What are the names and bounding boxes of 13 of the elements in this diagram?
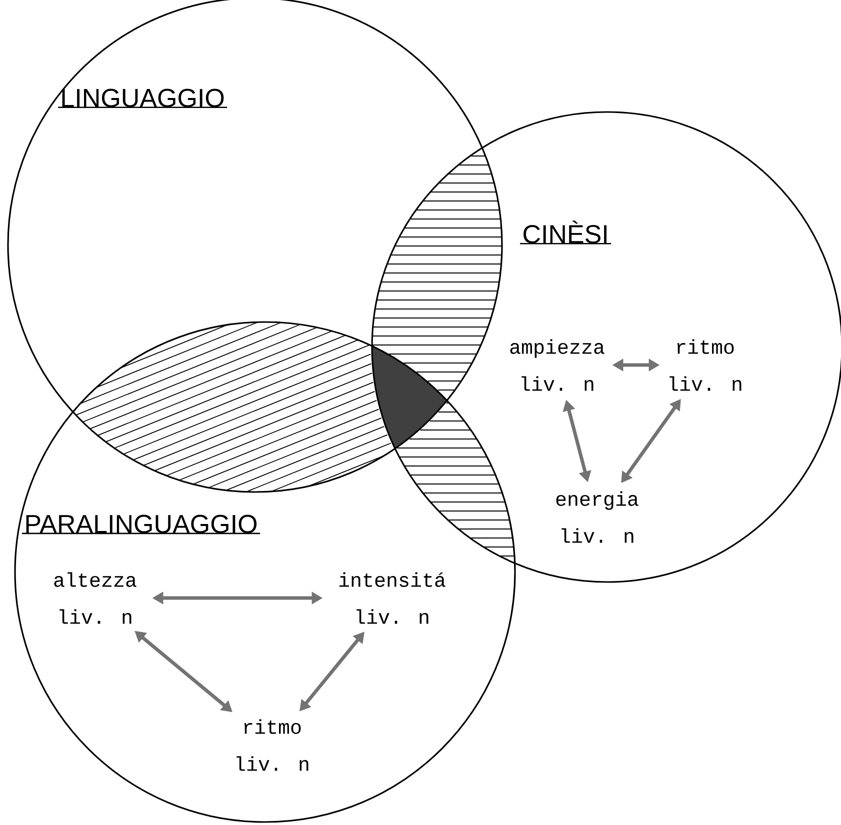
shaded-overlap [372, 346, 446, 448]
hatched-overlap [372, 156, 502, 390]
hatched-overlap [75, 322, 392, 492]
word-label: intensitá liv. n [339, 572, 446, 624]
heading: CINÈSI [520, 220, 612, 244]
hatched-overlap [396, 402, 515, 556]
word-label: energia liv. n [556, 491, 638, 543]
word-label: altezza liv. n [54, 572, 136, 624]
word-label: ritmo liv. n [670, 339, 742, 391]
heading: PARALINGUAGGIO [22, 514, 260, 534]
heading: LINGUAGGIO [58, 88, 228, 108]
word-label: ampiezza liv. n [510, 339, 604, 391]
word-label: ritmo liv. n [236, 719, 308, 771]
